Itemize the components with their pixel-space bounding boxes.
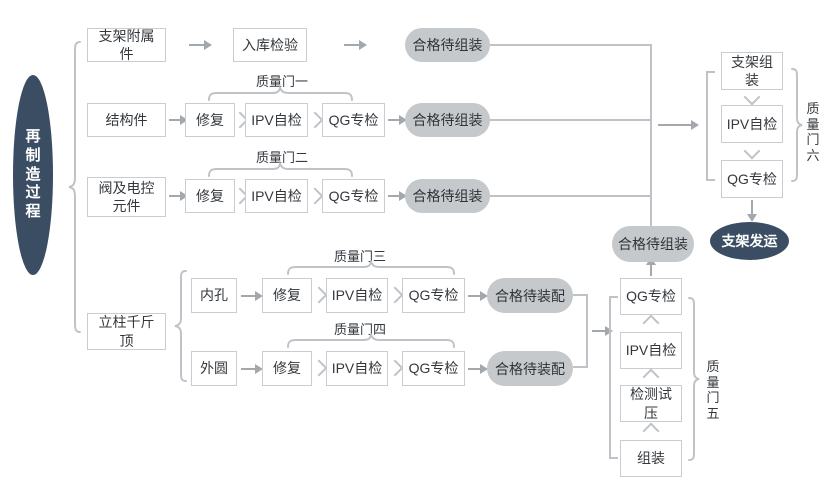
gate-label-2: 质量门二 <box>255 150 308 165</box>
chevron-right-icon <box>386 286 404 304</box>
node-ipv-selfcheck-row5: IPV自检 <box>326 351 388 386</box>
chevron-right-icon <box>306 111 324 129</box>
arrow-down-icon <box>747 200 757 222</box>
chevron-right-icon <box>310 286 328 304</box>
node-repair-row4: 修复 <box>262 278 312 313</box>
pill-qualified-await-assembly-2: 合格待组装 <box>405 103 490 137</box>
pill-qualified-await-assembly-3: 合格待组装 <box>405 179 490 213</box>
shipment-label: 支架发运 <box>721 233 778 249</box>
node-qg-inspection-row5: QG专检 <box>402 351 465 386</box>
arrow-right-icon <box>241 364 263 374</box>
node-qg-inspection-row2: QG专检 <box>322 103 385 137</box>
gate-brace-2 <box>208 161 353 177</box>
arrow-right-icon <box>169 191 188 201</box>
node-assembly: 组装 <box>620 440 682 477</box>
gate-brace-6 <box>791 68 803 182</box>
node-qg-inspection-row3: QG专检 <box>322 179 385 213</box>
ellipse-remanufacturing-process: 再制造过程 <box>13 75 53 275</box>
node-support-assembly: 支架组装 <box>721 52 783 90</box>
ellipse-support-shipment: 支架发运 <box>710 222 789 260</box>
gate-brace-4 <box>287 332 455 348</box>
jack-left-brace <box>174 270 187 382</box>
gate-brace-1 <box>208 85 353 101</box>
node-inner-bore: 内孔 <box>191 278 237 313</box>
chevron-right-icon <box>386 359 404 377</box>
gate-label-1: 质量门一 <box>255 74 308 89</box>
final-left-bracket <box>706 71 715 181</box>
node-column-jack: 立柱千斤顶 <box>87 313 166 350</box>
flow-line <box>650 44 652 228</box>
node-valve-electric-parts: 阀及电控元件 <box>87 177 166 217</box>
arrow-right-icon <box>241 291 263 301</box>
main-left-brace <box>68 41 81 333</box>
arrow-right-icon <box>592 326 613 336</box>
arrow-right-icon <box>388 115 407 125</box>
arrow-right-icon <box>468 291 488 301</box>
node-repair-row5: 修复 <box>262 351 312 386</box>
pill-qualified-await-assembly-1: 合格待组装 <box>405 28 490 62</box>
node-qg-inspection-final: QG专检 <box>721 160 783 198</box>
node-qg-inspection-row4: QG专检 <box>402 278 465 313</box>
node-ipv-selfcheck-assembly: IPV自检 <box>620 332 682 369</box>
gate-label-5: 质量门五 <box>706 359 720 421</box>
chevron-down-icon <box>743 142 761 160</box>
node-outer-circle: 外圆 <box>191 351 237 386</box>
pill-qualified-await-fitting-2: 合格待装配 <box>487 351 573 386</box>
node-support-accessories: 支架附属件 <box>87 28 166 62</box>
arrow-right-icon <box>344 40 367 50</box>
arrow-right-icon <box>468 364 488 374</box>
gate-label-3: 质量门三 <box>333 249 386 264</box>
chevron-up-icon <box>642 314 660 332</box>
arrow-up-icon <box>646 257 656 276</box>
gate-brace-5 <box>688 297 700 461</box>
flow-line <box>490 195 652 197</box>
gate-brace-3 <box>287 259 455 275</box>
node-ipv-selfcheck-row4: IPV自检 <box>326 278 388 313</box>
arrow-right-icon <box>388 191 407 201</box>
chevron-down-icon <box>743 88 761 106</box>
gate-label-6: 质量门六 <box>806 101 820 163</box>
node-ipv-selfcheck-row2: IPV自检 <box>245 103 308 137</box>
chevron-up-icon <box>642 422 660 440</box>
gate-label-4: 质量门四 <box>333 322 386 337</box>
node-qg-inspection-assembly: QG专检 <box>620 278 682 315</box>
arrow-right-icon <box>169 115 188 125</box>
arrow-right-icon <box>658 120 699 130</box>
flow-line <box>490 119 652 121</box>
assembly-left-bracket <box>609 296 618 459</box>
node-structural-parts: 结构件 <box>87 103 166 137</box>
pill-qualified-await-assembly-4: 合格待组装 <box>612 226 694 262</box>
chevron-right-icon <box>310 359 328 377</box>
node-repair-row3: 修复 <box>185 179 235 213</box>
node-repair-row2: 修复 <box>185 103 235 137</box>
collector-bracket <box>573 294 588 368</box>
pill-qualified-await-fitting-1: 合格待装配 <box>487 278 573 313</box>
chevron-up-icon <box>642 368 660 386</box>
node-pressure-test: 检测试压 <box>620 385 682 422</box>
process-label: 再制造过程 <box>25 128 41 221</box>
flow-line <box>490 44 652 46</box>
chevron-right-icon <box>306 187 324 205</box>
arrow-right-icon <box>189 40 212 50</box>
node-ipv-selfcheck-final: IPV自检 <box>721 105 783 143</box>
node-ipv-selfcheck-row3: IPV自检 <box>245 179 308 213</box>
node-incoming-inspection: 入库检验 <box>233 28 307 62</box>
